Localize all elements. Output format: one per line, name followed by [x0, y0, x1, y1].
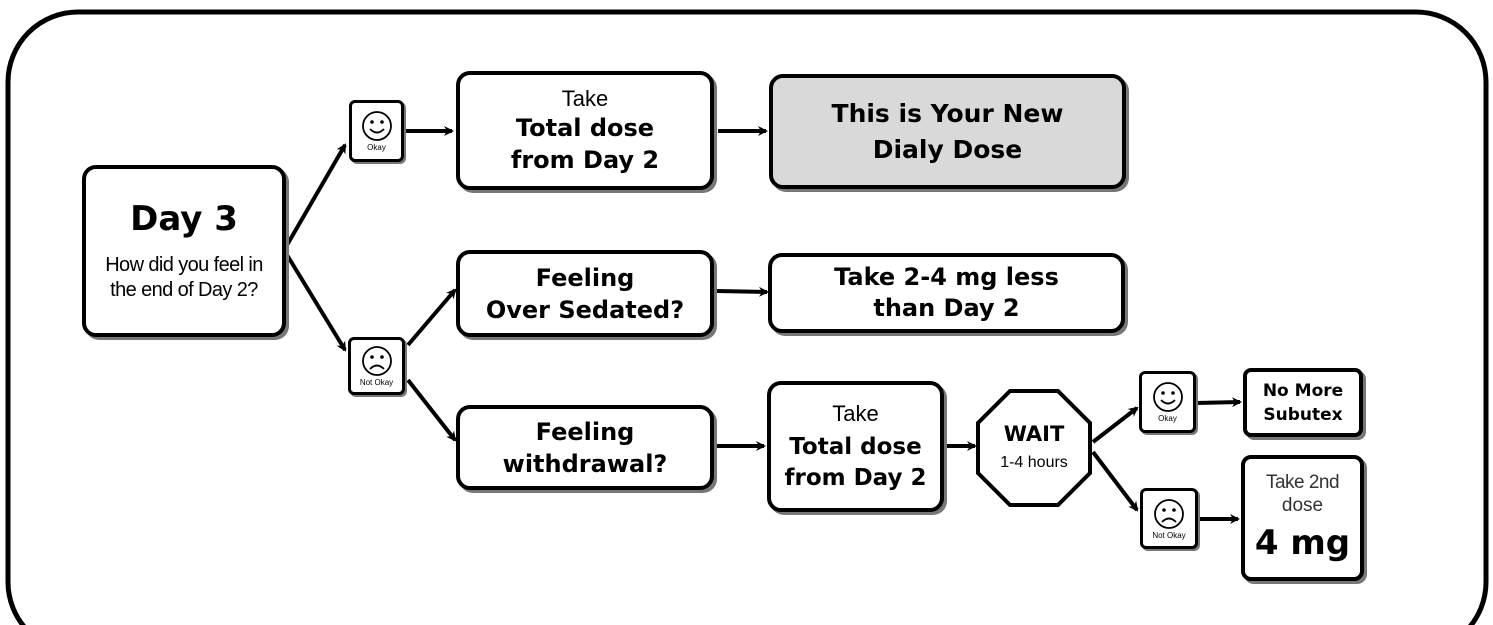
okay-face-card: Okay — [349, 100, 404, 162]
arrow-wait-to-okay — [1091, 406, 1139, 444]
wait-label: WAIT — [1003, 422, 1065, 446]
sedated-line-2: Over Sedated? — [485, 295, 685, 324]
withdrawal-line-1: Feeling — [535, 417, 635, 446]
total-dose-line-2: from Day 2 — [510, 145, 660, 174]
not-okay-face-card-2: Not Okay — [1140, 488, 1198, 549]
withdrawal-dose-line-1: Total dose — [789, 433, 922, 460]
wait-hours: 1-4 hours — [1000, 454, 1068, 471]
okay-label: Okay — [367, 143, 386, 152]
take-total-dose-withdrawal-box: Take Total dose from Day 2 — [767, 381, 944, 512]
arrow-notokay-to-withdrawal — [406, 378, 457, 442]
second-dose-line-2: dose — [1281, 495, 1324, 516]
total-dose-line-1: Total dose — [515, 113, 655, 142]
take-less-line-1: Take 2-4 mg less — [834, 263, 1059, 291]
day3-title: Day 3 — [130, 199, 238, 239]
take-less-box: Take 2-4 mg less than Day 2 — [768, 253, 1125, 333]
no-more-subutex-box: No More Subutex — [1243, 368, 1363, 437]
question-line-1: How did you feel in — [105, 254, 263, 276]
question-line-2: the end of Day 2? — [110, 279, 258, 301]
sedated-line-1: Feeling — [535, 263, 635, 292]
new-dose-line-2: Dialy Dose — [872, 134, 1023, 164]
new-daily-dose-box: This is Your New Dialy Dose — [769, 74, 1126, 189]
not-okay-face-card: Not Okay — [348, 337, 405, 395]
withdrawal-box: Feeling withdrawal? — [456, 405, 714, 490]
second-dose-box: Take 2nd dose 4 mg — [1241, 455, 1364, 581]
arrow-sedated-to-less — [715, 286, 769, 297]
smiley-face-icon — [1152, 382, 1183, 412]
not-okay-label: Not Okay — [359, 378, 394, 387]
no-more-line-2: Subutex — [1263, 404, 1343, 425]
take-less-line-2: than Day 2 — [873, 294, 1020, 322]
over-sedated-box: Feeling Over Sedated? — [456, 250, 714, 337]
arrow-wait-to-notokay — [1091, 450, 1139, 512]
frowning-face-icon — [361, 346, 392, 376]
withdrawal-take-label: Take — [832, 400, 879, 426]
okay-label-2: Okay — [1158, 414, 1177, 423]
arrow-okay-to-nomore — [1195, 397, 1242, 408]
frowning-face-icon — [1154, 498, 1184, 529]
new-dose-line-1: This is Your New — [831, 98, 1064, 128]
wait-octagon — [976, 389, 1092, 507]
withdrawal-line-2: withdrawal? — [502, 449, 668, 478]
smiley-face-icon — [361, 111, 392, 141]
withdrawal-dose-line-2: from Day 2 — [784, 464, 927, 491]
arrow-notokay-to-sedated — [406, 288, 457, 347]
no-more-line-1: No More — [1262, 380, 1344, 401]
second-dose-amount: 4 mg — [1254, 523, 1351, 563]
arrow-start-to-okay — [285, 143, 347, 247]
arrow-start-to-not-okay — [285, 253, 347, 352]
not-okay-label-2: Not Okay — [1152, 530, 1186, 540]
second-dose-line-1: Take 2nd — [1265, 472, 1340, 493]
take-label: Take — [561, 85, 609, 111]
day3-start-box: Day 3 How did you feel in the end of Day… — [82, 165, 286, 337]
take-total-dose-box: Take Total dose from Day 2 — [456, 71, 714, 190]
okay-face-card-2: Okay — [1139, 371, 1196, 433]
